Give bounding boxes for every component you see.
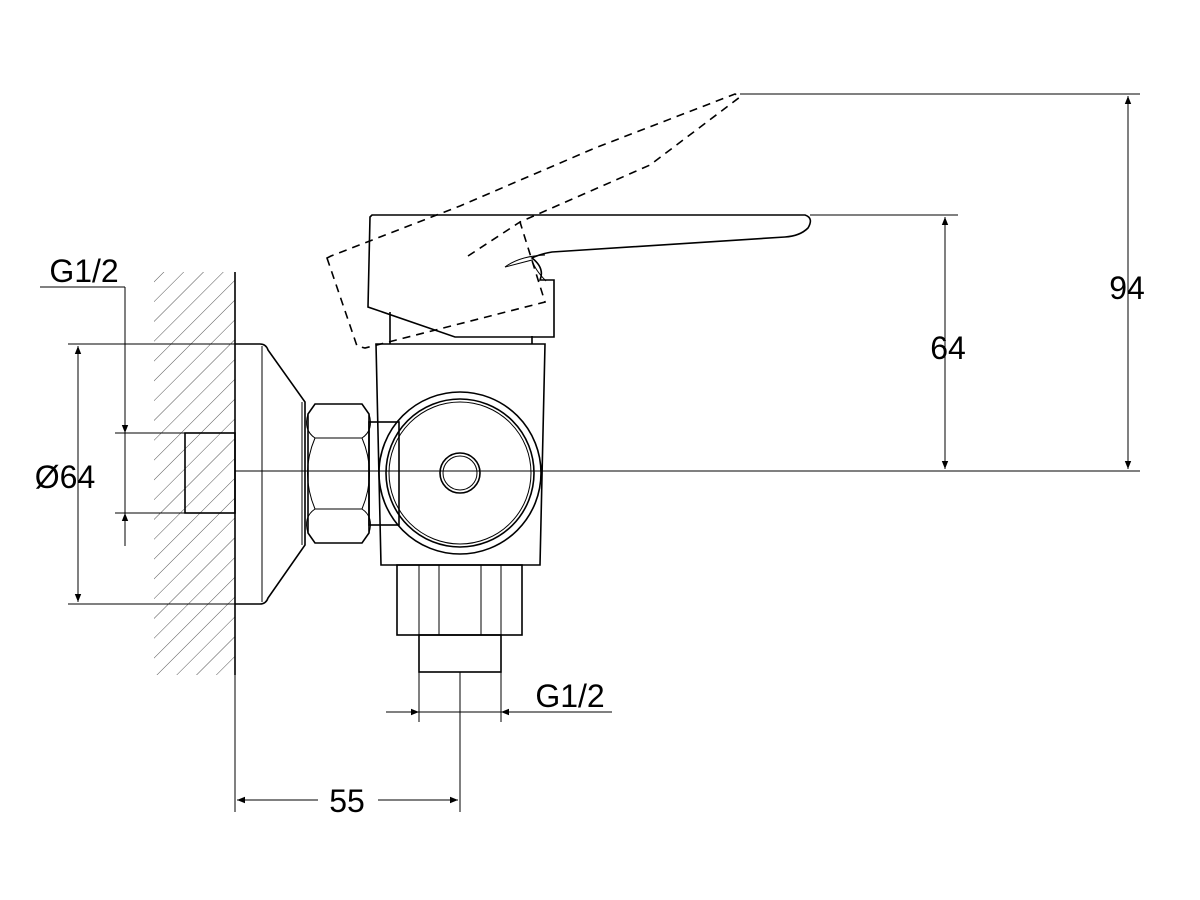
cartridge-screw xyxy=(439,452,481,494)
label-outlet-thread: G1/2 xyxy=(535,678,604,714)
wall-section xyxy=(154,272,236,675)
extension-lines xyxy=(68,93,1140,812)
label-55: 55 xyxy=(329,783,365,819)
lever-handle xyxy=(367,214,812,344)
lever-handle-raised-position xyxy=(326,93,742,349)
label-94: 94 xyxy=(1109,270,1145,306)
dimension-lines xyxy=(40,96,1132,804)
label-inlet-thread: G1/2 xyxy=(49,253,118,289)
label-64: 64 xyxy=(930,330,966,366)
hex-nut xyxy=(306,403,371,544)
outlet-connector xyxy=(396,564,523,673)
wall-flange xyxy=(235,343,306,605)
label-diameter-64: Ø64 xyxy=(35,459,95,495)
valve-body xyxy=(375,343,546,566)
connector-stub xyxy=(368,421,400,526)
